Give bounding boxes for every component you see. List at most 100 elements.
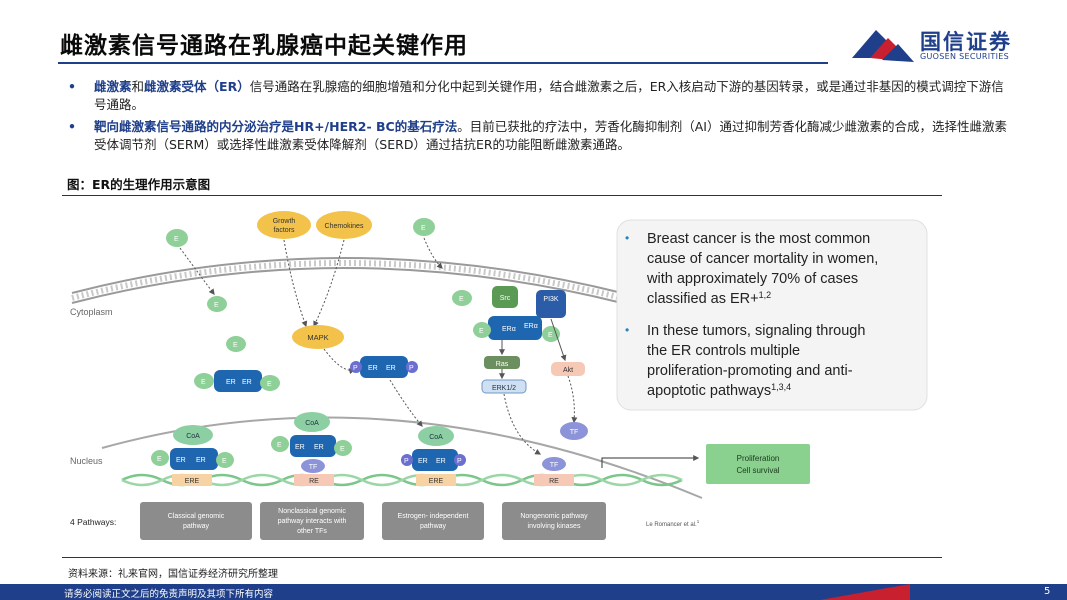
pathway-line: pathway interacts with [278,518,347,525]
figure-caption: 图：ER的生理作用示意图 [67,177,211,192]
re-label: RE [309,478,319,485]
bullet-highlight: 雌激素 [94,79,132,94]
pathway-line: Classical genomic [168,513,225,520]
er-label: ER [242,379,252,386]
pathways-label: 4 Pathways: [70,517,116,527]
growth-factors-label-2: factors [273,227,295,234]
e2-label: E [479,328,484,335]
growth-factors-node [257,211,311,239]
pathway-line: involving kinases [528,523,581,530]
er-label: ER [176,457,186,464]
er-label: ER [295,444,305,451]
phospho-label: P [409,365,414,372]
callout-bullet-icon: • [625,323,629,337]
phospho-label: P [404,458,409,465]
chemokines-label: Chemokines [325,223,364,230]
pi3k-node [536,290,566,318]
era-label: ERα [524,323,538,330]
akt-label: Akt [563,367,573,374]
mapk-node [292,325,344,349]
bullet-list: • 雌激素和雌激素受体（ER）信号通路在乳腺癌的细胞增殖和分化中起到关键作用，结… [66,78,1016,158]
bullet-text: 和 [131,79,145,94]
callout-line: Breast cancer is the most common [647,231,870,247]
phospho-label: P [353,365,358,372]
estrogen-independent-complex: CoA ER ER P P ERE [401,426,466,486]
callout-line: proliferation-promoting and anti- [647,363,853,379]
pathway-box-nongenomic: Nongenomic pathway involving kinases [502,502,606,540]
src-label: Src [500,295,511,302]
er-label: ER [314,444,324,451]
coa-label: CoA [305,420,319,427]
classical-complex: CoA ER ER E E ERE [151,425,234,486]
tf-label: TF [309,464,318,471]
figure-bottom-rule [62,557,942,558]
ere-box [416,474,456,486]
company-logo: 国信证券 GUOSEN SECURITIES [848,24,1018,66]
akt-node [551,362,585,376]
nongenomic-complex: TF RE [534,457,574,486]
dna-strand-b [121,473,683,487]
ere-label: ERE [185,478,200,485]
e2-ligand: E [226,336,246,352]
er-pathway-diagram: Cytoplasm Nucleus Growth factors Chemoki… [70,211,928,540]
re-box [534,474,574,486]
e2-ligand: E [452,290,472,306]
pathway-line: Estrogen- independent [398,513,469,520]
ras-node [484,356,520,369]
er-dimer-cytoplasm: ER ER E E [194,370,280,392]
tf-label: TF [550,462,559,469]
er-label: ER [226,379,236,386]
footer-disclaimer: 请务必阅读正文之后的免责声明及其项下所有内容 [64,589,274,600]
growth-factors-label-1: Growth [273,218,296,225]
ras-label: Ras [496,361,509,368]
re-box [294,474,334,486]
bullet-text: 。目前已获批的疗法中，芳香化酶抑制剂（AI）通过抑制芳香化酶减少雌激素的合成，选… [94,119,1007,152]
callout-line: apoptotic pathways1,3,4 [647,382,791,399]
footer-bar: 请务必阅读正文之后的免责声明及其项下所有内容 5 [0,584,1067,600]
er-label: ER [368,365,378,372]
callout-line: classified as ER+1,2 [647,290,771,307]
er-dimer-phosphorylated: ER ER P P [350,356,418,378]
bullet-dot-icon: • [68,119,76,134]
bullet-item: • 靶向雌激素信号通路的内分泌治疗是HR+/HER2- BC的基石疗法。目前已获… [66,118,1016,154]
cell-membrane-outer [71,257,623,294]
callout-line: with approximately 70% of cases [646,271,858,287]
callout-line: the ER controls multiple [647,343,800,359]
cell-membrane-lipids [71,260,623,301]
proliferation-box [706,444,810,484]
logo-mark-icon [852,30,914,62]
coa-label: CoA [429,434,443,441]
pi3k-label: PI3K [543,296,559,303]
e2-label: E [277,442,282,449]
bullet-item: • 雌激素和雌激素受体（ER）信号通路在乳腺癌的细胞增殖和分化中起到关键作用，结… [66,78,1016,114]
bullet-text: 信号通路在乳腺癌的细胞增殖和分化中起到关键作用，结合雌激素之后，ER入核启动下游… [94,79,1004,112]
src-node [492,286,518,308]
callout-line: cause of cancer mortality in women, [647,251,878,267]
source-note: 资料来源：礼来官网，国信证券经济研究所整理 [68,569,278,580]
bullet-highlight: 靶向雌激素信号通路的内分泌治疗是HR+/HER2- BC的基石疗法 [94,119,458,134]
ere-label: ERE [429,478,444,485]
phospho-label: P [457,458,462,465]
e2-label: E [421,225,426,232]
ere-box [172,474,212,486]
tf-node [560,422,588,440]
bullet-dot-icon: • [68,79,76,94]
erk-label: ERK1/2 [492,385,516,392]
footer-accent-stripe [820,584,910,600]
page-number: 5 [1044,586,1051,597]
pathway-line: pathway [183,523,210,530]
logo-name-en: GUOSEN SECURITIES [920,52,1009,61]
e2-label: E [214,302,219,309]
tf-label: TF [570,429,579,436]
e2-label: E [267,381,272,388]
nonclassical-complex: CoA ER ER E E TF RE [271,412,352,486]
title-divider [58,62,828,64]
pathway-box-estrogen-independent: Estrogen- independent pathway [382,502,484,540]
e2-ligand: E [413,218,435,236]
mapk-label: MAPK [307,333,328,342]
cytoplasm-label: Cytoplasm [70,307,113,317]
nucleus-label: Nucleus [70,456,103,466]
coa-label: CoA [186,433,200,440]
e2-label: E [222,458,227,465]
pathway-line: other TFs [297,528,327,535]
